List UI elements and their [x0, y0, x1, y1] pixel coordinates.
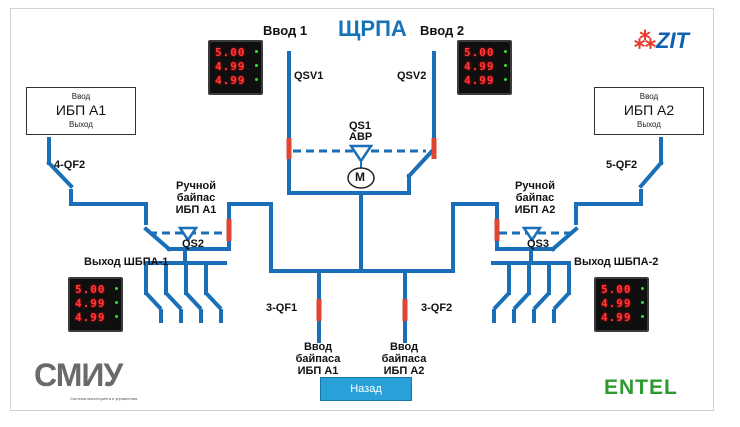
smiu-logo-subtitle: Система мониторинга и управления	[70, 396, 138, 401]
ups-a2-input-label: Ввод	[639, 92, 659, 101]
smiu-logo-text: СМИУ	[34, 357, 123, 393]
motor-icon	[347, 167, 375, 189]
ups-a2-name: ИБП А2	[623, 102, 675, 118]
qsv2-label: QSV2	[397, 70, 427, 82]
bypass-input-a1-line3: ИБП А1	[297, 365, 339, 377]
single-line-diagram	[46, 51, 664, 343]
qf2-4-label: 4-QF2	[54, 159, 86, 171]
meter-output-left: 5.00 4.99 4.99	[68, 277, 123, 332]
bypass-a2-label: Ручной байпас ИБП А2	[505, 180, 565, 216]
meter-reading: 4.99	[601, 297, 632, 310]
meter-input1: 5.00 4.99 4.99	[208, 40, 263, 95]
meter-reading: 5.00	[75, 283, 106, 296]
meter-reading: 4.99	[464, 74, 495, 87]
meter-reading: 5.00	[601, 283, 632, 296]
qs1-actuator-icon	[348, 144, 374, 164]
meter-reading: 4.99	[75, 297, 106, 310]
qs2-actuator-icon	[177, 226, 199, 243]
meter-reading: 4.99	[215, 74, 246, 87]
avr-label: АВР	[349, 131, 373, 143]
qs3-label: QS3	[527, 238, 550, 250]
bypass-input-a1-line1: Ввод	[303, 341, 333, 353]
meter-reading: 4.99	[75, 311, 106, 324]
meter-reading: 4.99	[601, 311, 632, 324]
qf2-3-label: 3-QF2	[421, 302, 453, 314]
entel-logo: ENTEL	[604, 376, 678, 399]
qs1-label: QS1	[349, 120, 372, 132]
smiu-logo: СМИУ	[34, 357, 123, 394]
input2-label: Ввод 2	[420, 23, 465, 38]
ups-a1-input-label: Ввод	[71, 92, 91, 101]
bypass-a2-line1: Ручной	[515, 180, 555, 192]
output-left-label: Выход ШБПА-1	[84, 256, 169, 268]
ups-a1-name: ИБП А1	[55, 102, 107, 118]
ups-a2-output-label: Выход	[637, 120, 661, 129]
bypass-input-a2-line3: ИБП А2	[383, 365, 425, 377]
qf1-3-label: 3-QF1	[266, 302, 298, 314]
meter-output-right: 5.00 4.99 4.99	[594, 277, 649, 332]
bypass-a1-label: Ручной байпас ИБП А1	[166, 180, 226, 216]
qs2-label: QS2	[182, 238, 205, 250]
meter-reading: 4.99	[215, 60, 246, 73]
ups-a1-output-label: Выход	[69, 120, 93, 129]
page-title: ЩРПА	[338, 16, 407, 41]
bypass-input-a2-line2: байпаса	[381, 353, 427, 365]
bypass-a1-line2: байпас	[176, 192, 216, 204]
input1-label: Ввод 1	[263, 23, 308, 38]
bypass-a2-line2: байпас	[515, 192, 555, 204]
bypass-input-a2-label: Ввод байпаса ИБП А2	[379, 341, 429, 377]
spark-icon: ⁂	[634, 28, 656, 53]
bypass-input-a1-label: Ввод байпаса ИБП А1	[293, 341, 343, 377]
meter-reading: 4.99	[464, 60, 495, 73]
meter-input2: 5.00 4.99 4.99	[457, 40, 512, 95]
qf2-5-label: 5-QF2	[606, 159, 638, 171]
bypass-a1-line3: ИБП А1	[175, 204, 217, 216]
meter-reading: 5.00	[464, 46, 495, 59]
bypass-input-a2-line1: Ввод	[389, 341, 419, 353]
bypass-a1-line1: Ручной	[176, 180, 216, 192]
bypass-a2-line3: ИБП А2	[514, 204, 556, 216]
output-right-label: Выход ШБПА-2	[574, 256, 659, 268]
motor-label: M	[355, 170, 365, 184]
qsv1-label: QSV1	[294, 70, 324, 82]
zit-logo-text: ZIT	[656, 28, 689, 53]
meter-reading: 5.00	[215, 46, 246, 59]
qsv2-blade	[406, 146, 437, 179]
qs3-actuator-icon	[521, 226, 543, 243]
ups-a1-box: Ввод ИБП А1 Выход	[26, 87, 136, 135]
ups-a2-box: Ввод ИБП А2 Выход	[594, 87, 704, 135]
zit-logo: ⁂ZIT	[634, 28, 689, 54]
back-button[interactable]: Назад	[320, 377, 412, 401]
scheme-panel	[10, 8, 714, 411]
bypass-input-a1-line2: байпаса	[295, 353, 341, 365]
